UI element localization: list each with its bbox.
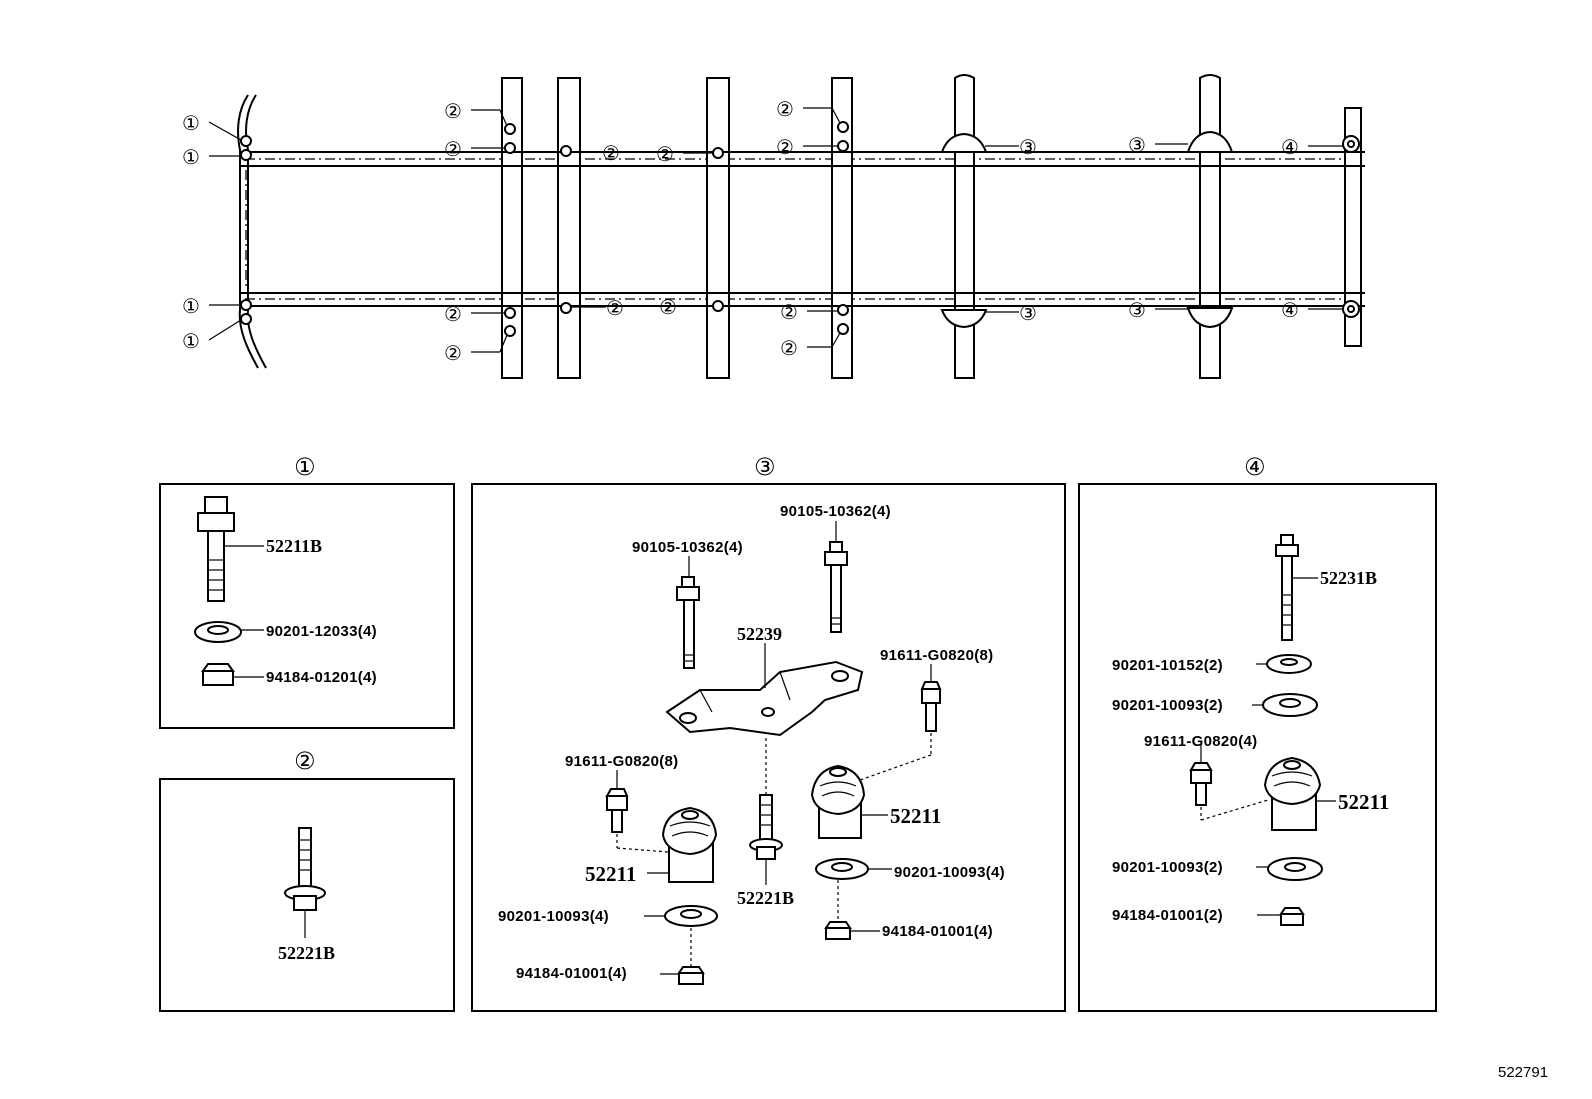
diagram-code: 522791 [1498,1064,1548,1081]
bolt-52231b-icon [1275,534,1299,641]
ref-1-bottom-b: ① [182,329,200,353]
crossmember-b [557,77,581,379]
washer-90201-10093-top-icon [1262,693,1318,717]
ref-2-d: ② [444,341,462,365]
ref-1-top-b: ① [182,145,200,169]
ref-2-e: ② [602,141,620,165]
part-94184-01001-right-label: 94184-01001(4) [882,923,993,940]
ref-2-c: ② [444,302,462,326]
part-91611-g0820-left-label: 91611-G0820(8) [565,753,678,770]
mount-52211-right-icon [810,764,866,839]
ref-3-b: ③ [1019,301,1037,325]
ref-2-l: ② [780,336,798,360]
part-52231b-label: 52231B [1320,568,1377,588]
bolt-52211b-icon [197,496,235,602]
ref-2-g: ② [656,142,674,166]
part-91611-g0820-right-label: 91611-G0820(8) [880,647,993,664]
frame-diagram: ① ① ① ① ② ② ② ② ② ② ② ② ② ② ② ② ③ ③ ③ ③ … [182,74,1365,379]
ref-2-f: ② [606,296,624,320]
part-52211-right-label: 52211 [890,804,941,828]
part-91611-g0820-p4-label: 91611-G0820(4) [1144,733,1257,750]
panel-3: ③ 90105-10362(4) 90105-10362(4) [471,453,1066,1012]
front-crossmember [237,94,267,369]
part-90201-10093-left-label: 90201-10093(4) [498,908,609,925]
panel-3-header: ③ [754,453,776,481]
panel-2-header: ② [294,747,316,775]
part-90105-10362-left-label: 90105-10362(4) [632,539,743,556]
body-mount-lower-f [1186,307,1234,329]
crossmember-rear [1344,107,1362,347]
part-90201-10093-bottom-label: 90201-10093(2) [1112,859,1223,876]
part-52211-p4-label: 52211 [1338,790,1389,814]
part-52211b-label: 52211B [266,536,322,556]
ref-2-h: ② [659,295,677,319]
body-mount-upper-e [940,132,988,153]
ref-2-j: ② [776,135,794,159]
crossmember-e [954,74,975,379]
ref-3-a: ③ [1019,135,1037,159]
ref-4-b: ④ [1281,298,1299,322]
nut-94184-01001-p4-icon [1279,907,1305,926]
part-90201-10093-top-label: 90201-10093(2) [1112,697,1223,714]
bolt-91611-right-icon [920,681,942,732]
part-90201-10093-right-label: 90201-10093(4) [894,864,1005,881]
ref-markers: ① ① ① ① ② ② ② ② ② ② ② ② ② ② ② ② ③ ③ ③ ③ … [182,97,1299,365]
nut-94184-01001-left-icon [677,966,705,985]
part-52239-label: 52239 [737,624,782,644]
ref-2-a: ② [444,99,462,123]
crossmember-c [706,77,730,379]
part-94184-01201-label: 94184-01201(4) [266,669,377,686]
crossmember-f [1199,74,1221,379]
part-52221b-center-label: 52221B [737,888,794,908]
panel-4-header: ④ [1244,453,1266,481]
ref-4-a: ④ [1281,135,1299,159]
mount-52211-p4-icon [1263,756,1322,831]
washer-90201-10093-bottom-icon [1267,857,1323,881]
ref-2-b: ② [444,137,462,161]
panel-1: ① 52211B 90201-12033(4) 94184-01201(4) [159,453,455,729]
bolt-90105-right-icon [824,541,848,633]
washer-90201-10093-right-icon [815,858,869,880]
washer-90201-10152-icon [1266,654,1312,674]
ref-1-bottom-a: ① [182,294,200,318]
panel-1-header: ① [294,453,316,481]
washer-90201-12033-icon [194,621,242,643]
part-52211-left-label: 52211 [585,862,636,886]
panel-2: ② 52221B [159,747,455,1012]
rear-mount-upper [1342,135,1360,153]
bolt-91611-left-icon [605,788,629,833]
part-90201-12033-label: 90201-12033(4) [266,623,377,640]
leader-lines [208,107,1343,353]
body-mount-upper-f [1186,130,1234,153]
bolt-holes [240,121,849,337]
bolt-52221b-icon [284,827,326,911]
rear-mount-lower [1342,300,1360,318]
mount-52211-left-icon [661,806,718,883]
ref-3-c: ③ [1128,133,1146,157]
part-94184-01001-left-label: 94184-01001(4) [516,965,627,982]
part-52221b-label: 52221B [278,943,335,963]
ref-2-i: ② [776,97,794,121]
bracket-52239-icon [665,660,864,737]
bolt-91611-p4-icon [1189,762,1213,806]
ref-1-top-a: ① [182,111,200,135]
ref-2-k: ② [780,300,798,324]
body-mount-lower-e [940,309,988,329]
nut-94184-01001-right-icon [824,921,852,940]
part-94184-01001-p4-label: 94184-01001(2) [1112,907,1223,924]
part-90201-10152-label: 90201-10152(2) [1112,657,1223,674]
bolt-90105-left-icon [676,576,700,669]
washer-90201-10093-left-icon [664,905,718,927]
part-90105-10362-right-label: 90105-10362(4) [780,503,891,520]
ref-3-d: ③ [1128,298,1146,322]
bolt-52221b-center-icon [749,794,783,860]
nut-94184-01201-icon [201,663,235,686]
panel-4: ④ 52231B 90201-10152(2) 90201-10093(2) [1078,453,1437,1012]
